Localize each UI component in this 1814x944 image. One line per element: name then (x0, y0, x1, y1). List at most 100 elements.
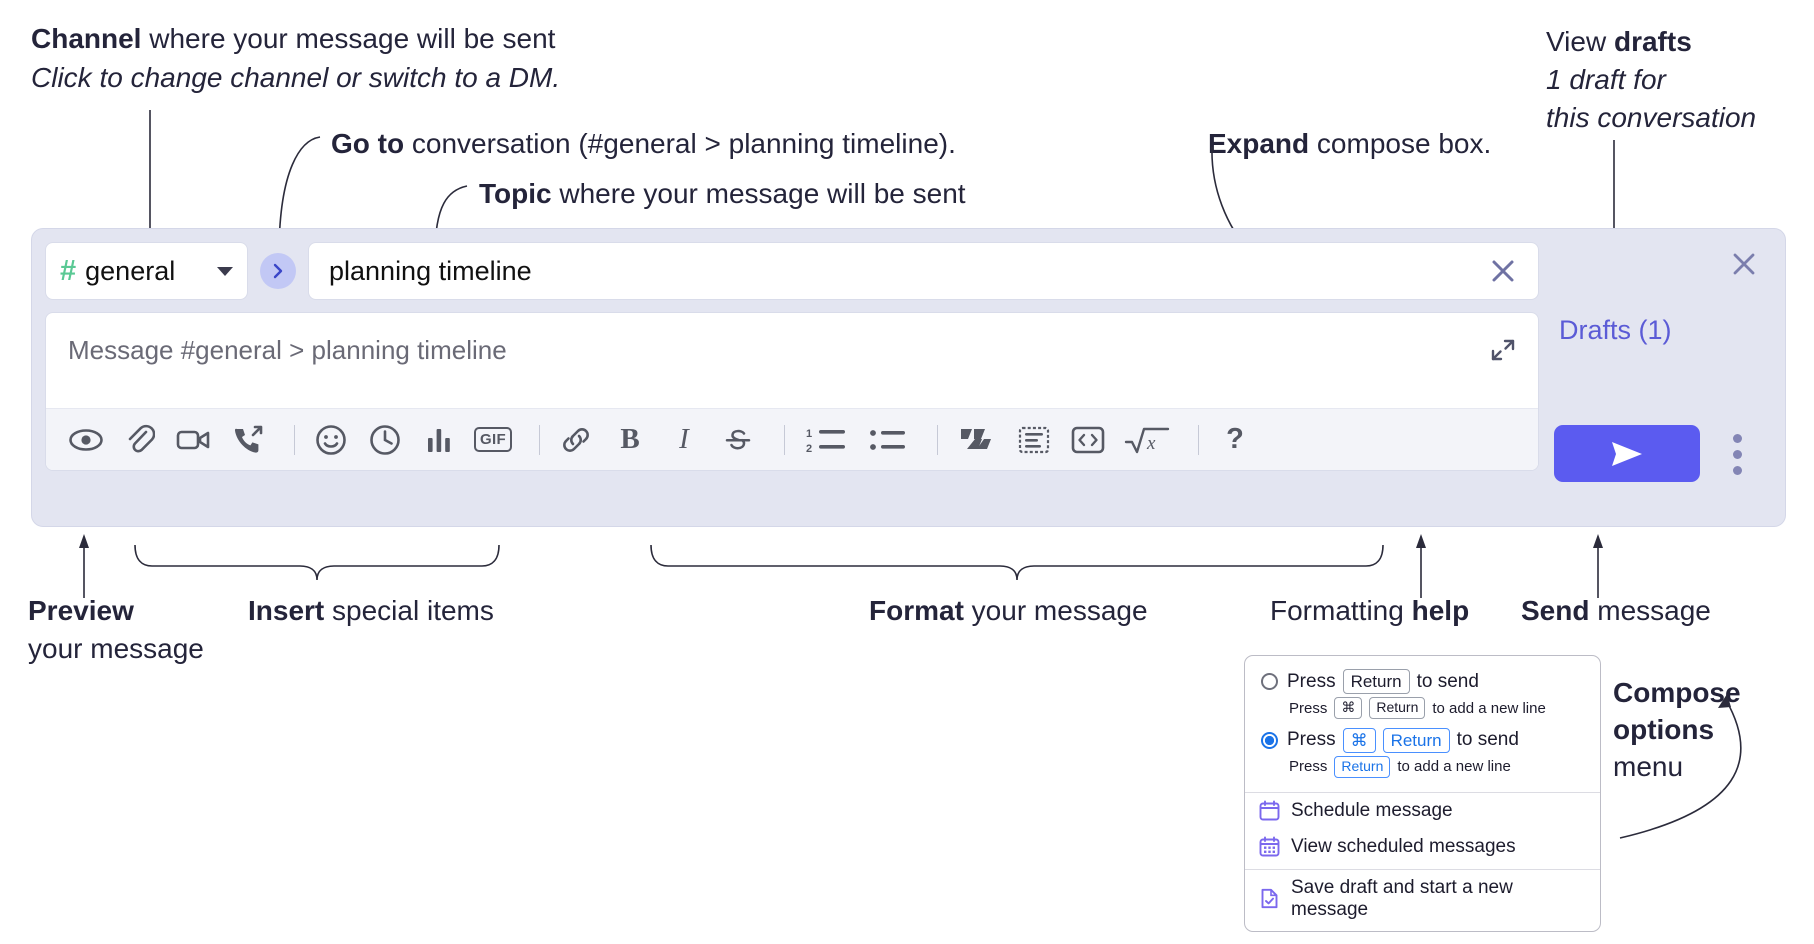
send-option-cmd-return-text: Press ⌘ Return to send (1287, 727, 1519, 753)
topic-input[interactable]: planning timeline (329, 255, 532, 286)
topic-field[interactable]: planning timeline (308, 242, 1539, 300)
annotation-format-rest: your message (963, 595, 1148, 626)
clock-icon[interactable] (363, 418, 407, 462)
key-return: Return (1334, 756, 1391, 778)
bar-chart-icon[interactable] (417, 418, 461, 462)
calendar-icon (1259, 800, 1280, 821)
chevron-right-icon (273, 263, 283, 279)
annotation-channel-rest: where your message will be sent (141, 23, 556, 54)
option2-post: to send (1456, 729, 1519, 751)
go-to-conversation-button[interactable] (260, 253, 296, 289)
annotation-formatting-help: Formatting help (1270, 594, 1469, 628)
option1-post: to send (1416, 670, 1479, 692)
annotation-drafts-italic2: this conversation (1546, 102, 1757, 134)
option2-sub-pre: Press (1289, 758, 1328, 776)
svg-text:x: x (1146, 433, 1156, 454)
toolbar-divider (937, 424, 938, 455)
annotation-compose-bold1: Compose (1613, 677, 1741, 708)
annotation-drafts-bold: drafts (1613, 26, 1692, 57)
angle-brackets-icon[interactable] (1066, 418, 1110, 462)
expand-diagonal-icon[interactable] (1486, 333, 1520, 367)
annotation-expand-rest: compose box. (1309, 128, 1492, 159)
annotation-preview-bold: Preview (28, 595, 134, 626)
italic-label: I (679, 423, 689, 455)
annotation-topic-bold: Topic (479, 178, 552, 209)
annotation-channel-bold: Channel (31, 23, 142, 54)
key-command: ⌘ (1334, 697, 1363, 719)
key-return: Return (1342, 669, 1410, 695)
bold-label: B (620, 423, 640, 455)
key-return: Return (1369, 697, 1426, 719)
drafts-link[interactable]: Drafts (1) (1559, 315, 1672, 345)
annotation-expand: Expand compose box. (1208, 127, 1491, 161)
send-button[interactable] (1554, 425, 1700, 482)
phone-arrow-icon[interactable] (226, 418, 270, 462)
help-label: ? (1226, 423, 1244, 455)
channel-name: general (85, 255, 176, 286)
toolbar-divider (539, 424, 540, 455)
square-root-x-icon[interactable]: x (1120, 418, 1174, 462)
option2-sub-post: to add a new line (1397, 758, 1511, 776)
more-vertical-icon[interactable] (1724, 430, 1750, 478)
menu-item-label: Schedule message (1291, 799, 1453, 821)
send-option-return[interactable]: Press Return to send (1245, 666, 1600, 695)
message-textarea[interactable]: Message #general > planning timeline (46, 313, 1538, 408)
question-mark-icon[interactable]: ? (1213, 418, 1257, 462)
annotation-preview: Preview your message (28, 594, 204, 666)
preview-button[interactable] (64, 418, 108, 462)
annotation-compose-plain: menu (1613, 751, 1684, 783)
annotation-expand-bold: Expand (1208, 128, 1310, 159)
option1-pre: Press (1287, 670, 1336, 692)
menu-item-save-draft[interactable]: Save draft and start a new message (1245, 870, 1600, 931)
paperclip-icon[interactable] (118, 418, 162, 462)
annotation-insert-bold: Insert (248, 595, 325, 626)
calendar-grid-icon (1259, 836, 1280, 857)
radio-button-on[interactable] (1261, 731, 1278, 749)
link-icon[interactable] (554, 418, 598, 462)
annotation-channel: Channel where your message will be sent … (31, 22, 560, 95)
bold-icon[interactable]: B (608, 418, 652, 462)
kebab-dot (1732, 449, 1742, 459)
quote-icon[interactable] (952, 418, 1002, 462)
annotation-insert: Insert special items (248, 594, 494, 628)
annotation-drafts-italic1: 1 draft for (1546, 64, 1666, 96)
gif-icon[interactable]: GIF (471, 418, 515, 462)
send-option-cmd-return[interactable]: Press ⌘ Return to send (1245, 725, 1600, 753)
compose-box: # general planning timeline Me (31, 228, 1786, 527)
svg-text:1: 1 (806, 428, 812, 440)
menu-item-schedule-message[interactable]: Schedule message (1245, 793, 1600, 829)
option1-sub-pre: Press (1289, 699, 1328, 717)
annotation-topic: Topic where your message will be sent (479, 177, 966, 211)
close-icon[interactable] (1484, 252, 1522, 290)
close-icon[interactable] (1725, 245, 1763, 283)
hash-icon: # (60, 254, 77, 287)
compose-header-row: # general planning timeline (45, 242, 1539, 300)
annotation-preview-line2: your message (28, 633, 204, 665)
menu-item-label: Save draft and start a new message (1291, 876, 1513, 920)
annotation-format-bold: Format (869, 595, 964, 626)
italic-icon[interactable]: I (662, 418, 706, 462)
strikethrough-icon[interactable] (716, 418, 760, 462)
menu-divider (1245, 868, 1600, 870)
send-option-return-text: Press Return to send (1287, 669, 1479, 695)
radio-button-off[interactable] (1261, 673, 1278, 691)
code-block-icon[interactable] (1012, 418, 1056, 462)
menu-divider (1245, 791, 1600, 793)
toolbar-divider (784, 424, 785, 455)
smiley-icon[interactable] (309, 418, 353, 462)
channel-selector-button[interactable]: # general (45, 242, 248, 300)
menu-item-label: View scheduled messages (1291, 835, 1516, 857)
document-check-icon (1261, 888, 1278, 909)
annotation-goto-bold: Go to (331, 128, 405, 159)
annotation-drafts-plain: View (1546, 26, 1614, 57)
bulleted-list-icon[interactable] (863, 418, 913, 462)
annotation-send-bold: Send (1521, 595, 1590, 626)
video-camera-icon[interactable] (172, 418, 216, 462)
toolbar-divider (1198, 424, 1199, 455)
annotation-help-bold: help (1411, 595, 1470, 626)
menu-item-view-scheduled[interactable]: View scheduled messages (1245, 829, 1600, 865)
annotation-channel-italic: Click to change channel or switch to a D… (31, 62, 561, 94)
svg-text:2: 2 (806, 443, 812, 455)
chevron-down-icon (217, 266, 233, 276)
